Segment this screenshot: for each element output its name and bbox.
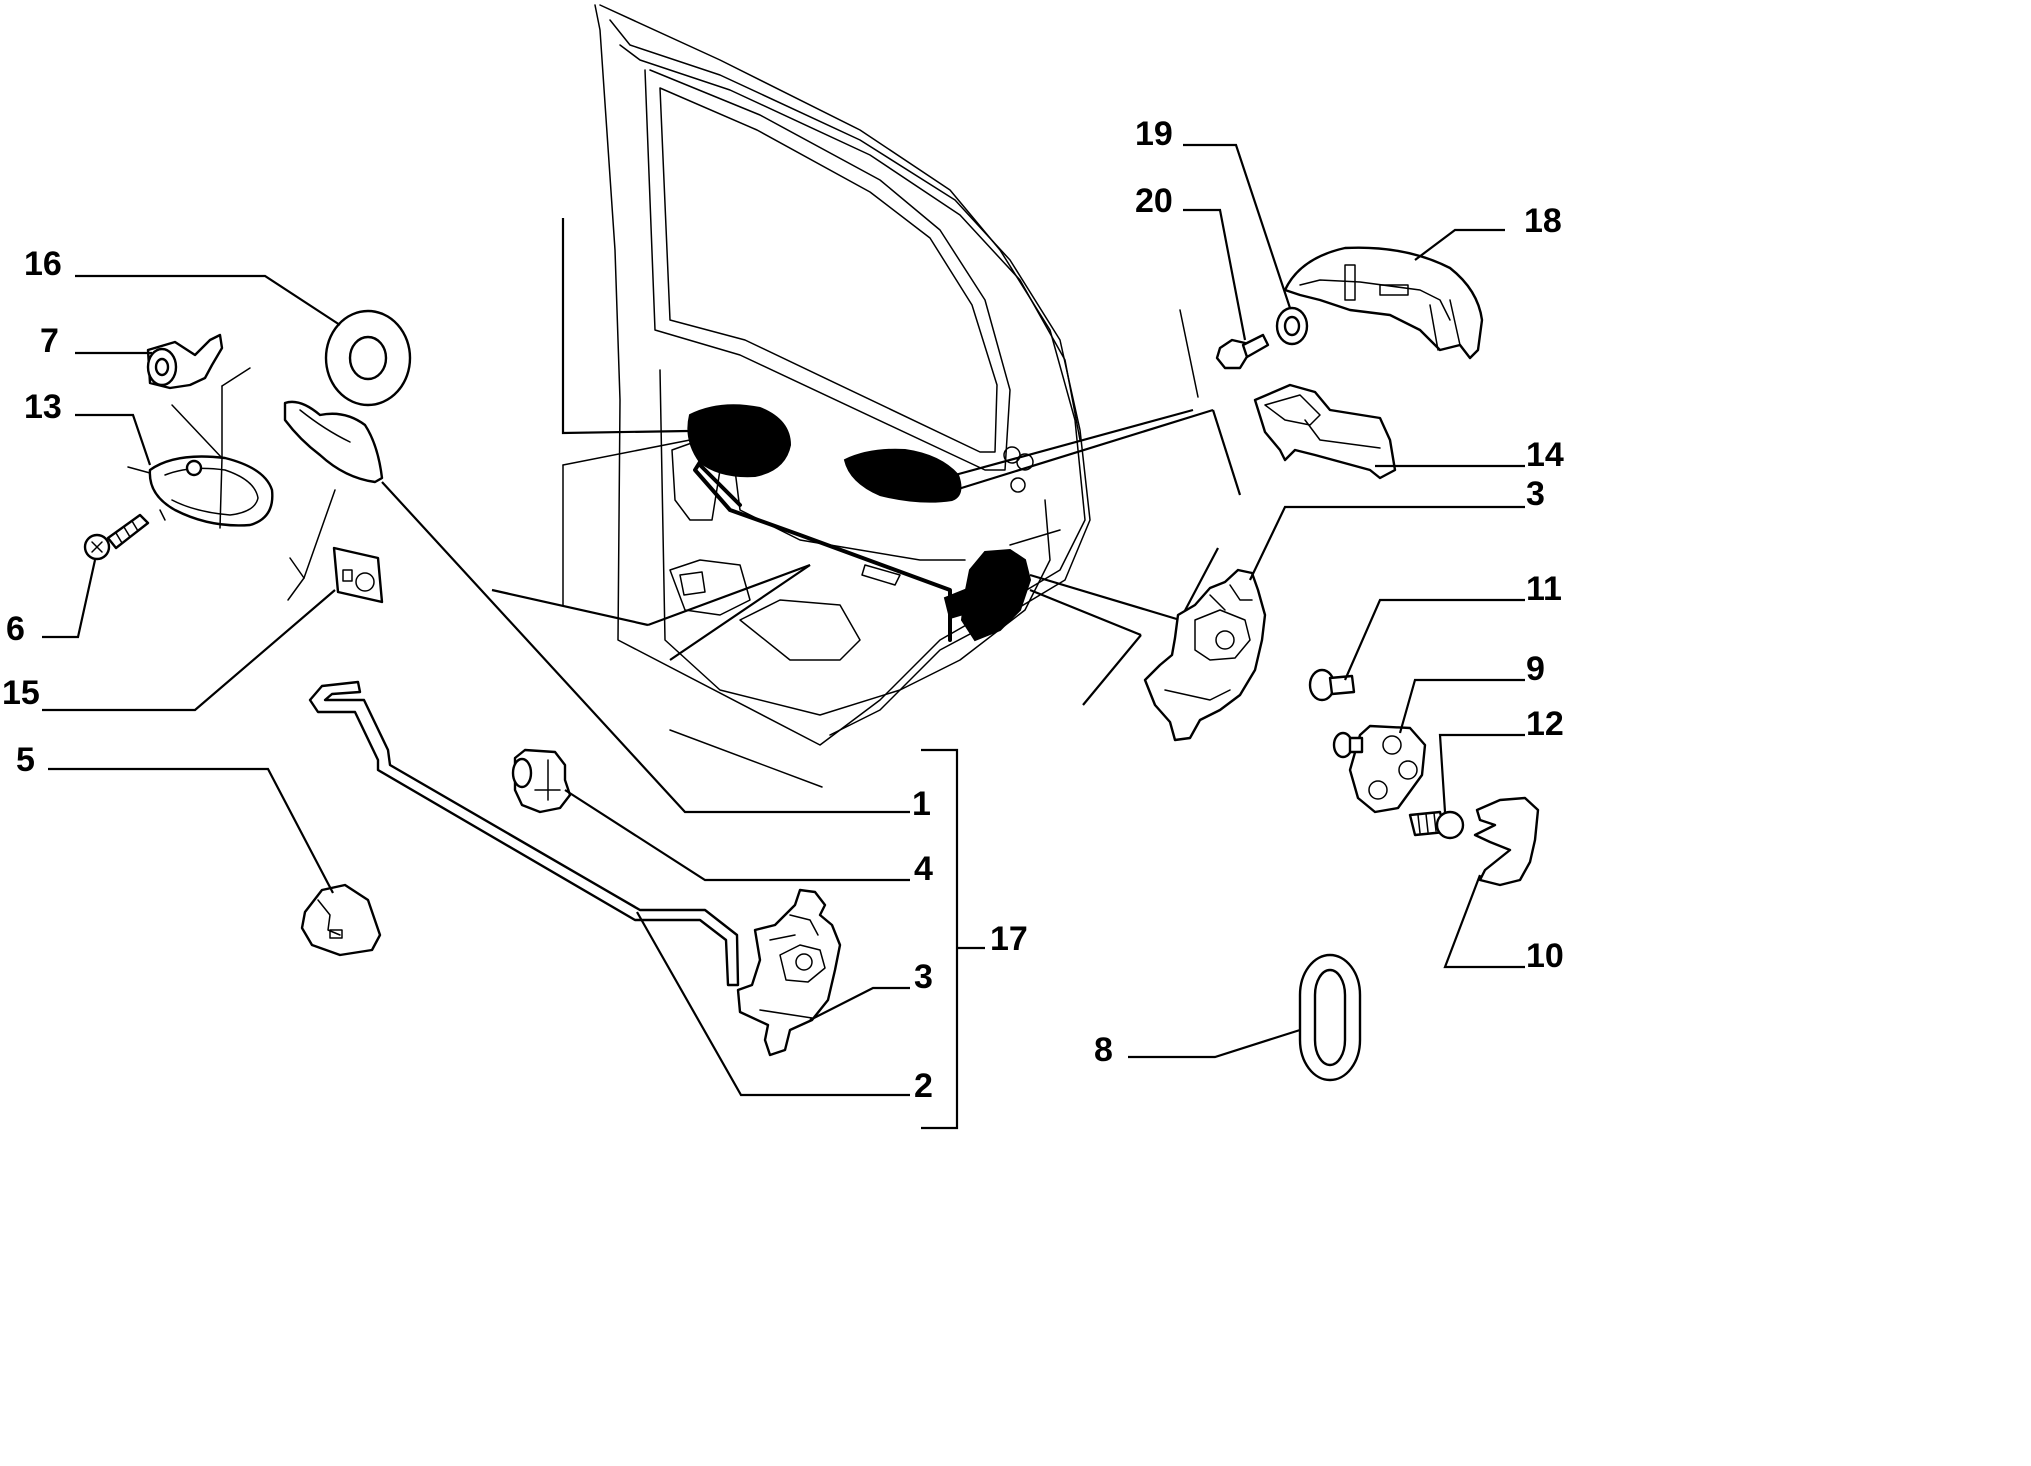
callout-9: 9 xyxy=(1526,650,1545,688)
callout-6: 6 xyxy=(6,610,25,648)
callout-16: 16 xyxy=(24,245,62,283)
callout-15: 15 xyxy=(2,674,40,712)
callout-19: 19 xyxy=(1135,115,1173,153)
callout-5: 5 xyxy=(16,741,35,779)
part-19-washer xyxy=(1275,306,1309,346)
part-6-screw xyxy=(83,513,150,561)
part-15-pad xyxy=(332,546,384,604)
part-18-exterior-handle xyxy=(1283,246,1484,360)
callout-4: 4 xyxy=(914,850,933,888)
part-8-grommet xyxy=(1298,953,1362,1082)
part-5-clip xyxy=(300,883,382,957)
part-12-screw xyxy=(1408,810,1465,840)
callout-18: 18 xyxy=(1524,202,1562,240)
part-3-latch-lower xyxy=(736,888,842,1057)
callout-3-lower: 3 xyxy=(914,958,933,996)
part-16-washer xyxy=(324,309,412,407)
part-2-rod xyxy=(308,680,740,987)
part-14-carrier xyxy=(1253,383,1397,480)
callout-17: 17 xyxy=(990,920,1028,958)
callout-11: 11 xyxy=(1526,570,1562,608)
door-panel xyxy=(491,4,1242,788)
door-lock-exploded-diagram: 1 2 3 3 4 5 6 7 8 9 10 11 12 13 14 15 16… xyxy=(2,4,1564,1130)
part-13-bezel xyxy=(127,367,336,601)
callout-8: 8 xyxy=(1094,1031,1113,1069)
callout-14: 14 xyxy=(1526,436,1564,474)
callout-3-upper: 3 xyxy=(1526,475,1545,513)
callout-10: 10 xyxy=(1526,937,1564,975)
part-10-gasket xyxy=(1473,796,1540,887)
part-11-screw xyxy=(1308,668,1356,702)
callout-labels: 1 2 3 3 4 5 6 7 8 9 10 11 12 13 14 15 16… xyxy=(2,115,1564,1105)
callout-20: 20 xyxy=(1135,182,1173,220)
callout-13: 13 xyxy=(24,388,62,426)
leader-lines xyxy=(42,143,1525,1130)
part-4-bushing xyxy=(511,748,572,814)
part-20-bolt xyxy=(1215,333,1270,370)
callout-2: 2 xyxy=(914,1067,933,1105)
callout-1: 1 xyxy=(912,785,931,823)
callout-7: 7 xyxy=(40,322,59,360)
part-3-latch-upper xyxy=(1143,568,1267,742)
callout-12: 12 xyxy=(1526,705,1564,743)
part-9-striker-plate xyxy=(1332,724,1427,814)
interior-handle-lever xyxy=(283,400,384,484)
part-7-clip xyxy=(146,333,224,390)
